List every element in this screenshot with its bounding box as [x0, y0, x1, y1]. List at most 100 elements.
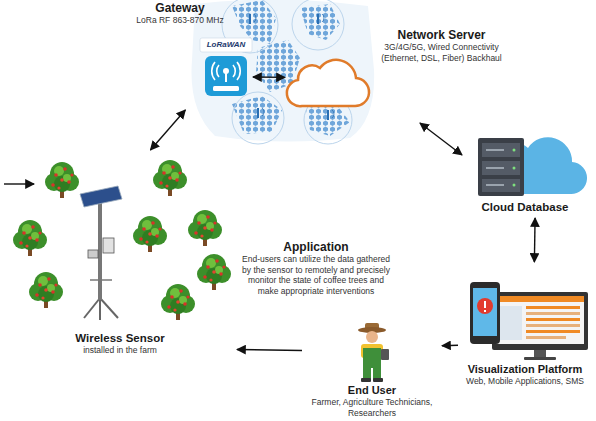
gateway-icon-part [213, 86, 239, 91]
gateway-icon-part [200, 38, 252, 52]
node-heading: Visualization Platform [458, 362, 592, 376]
sensor-station-part [103, 238, 114, 253]
network-cloud [287, 60, 369, 106]
network-map-part-part [257, 108, 259, 118]
sensor-station-part [100, 298, 118, 318]
farmer-figure-part [373, 366, 381, 379]
platform-icon-part [526, 306, 580, 309]
coffee-farm-part [197, 254, 231, 290]
connector-arrow [150, 110, 185, 150]
farmer-figure-part [373, 378, 383, 382]
coffee-farm-part [161, 284, 195, 320]
node-description: Farmer, Agriculture Technicians, Researc… [302, 397, 442, 418]
farmer-figure-part [381, 349, 389, 360]
network-map-part-part [327, 110, 329, 120]
sensor-station-part [80, 186, 122, 207]
network-map-part [232, 96, 282, 134]
coffee-farm-part [153, 160, 187, 196]
text-block: Visualization PlatformWeb, Mobile Applic… [458, 362, 592, 387]
node-description: installed in the farm [3, 345, 237, 356]
network-map-part [292, 0, 344, 50]
node-description: 3G/4G/5G, Wired Connectivity (Ethernet, … [373, 42, 510, 63]
connector-arrow [534, 218, 536, 262]
platform-icon-part [477, 298, 493, 314]
database-icon [478, 137, 587, 196]
gateway-icon-part [225, 73, 227, 82]
gateway-icon-part [212, 62, 241, 80]
platform-icon-part [534, 350, 546, 358]
platform-icon-part [470, 282, 500, 344]
text-block: GatewayLoRa RF 863-870 MHz [130, 1, 230, 26]
node-heading: Cloud Database [462, 200, 588, 214]
node-description: LoRa RF 863-870 MHz [130, 15, 230, 26]
farmer-figure-part [361, 378, 371, 382]
sensor-station-part [99, 298, 101, 320]
sensor-station-part [84, 298, 100, 318]
sensor-node: Wireless Sensorinstalled in the farm [3, 150, 237, 360]
farmer-figure-part [363, 348, 381, 368]
network-map-part [232, 92, 284, 144]
platform-icon-part [526, 324, 580, 327]
platform-icon [470, 282, 588, 360]
database-icon-part [513, 184, 516, 187]
server-node: Network Server3G/4G/5G, Wired Connectivi… [285, 28, 510, 123]
node-description: End-users can utilize the data gathered … [240, 254, 392, 296]
network-map-part [306, 104, 350, 136]
network-cloud-part [287, 60, 369, 106]
text-block: End UserFarmer, Agriculture Technicians,… [302, 383, 442, 418]
gateway-node: GatewayLoRa RF 863-870 MHz [130, 0, 253, 110]
network-map-part-part [322, 14, 324, 22]
network-map-part [232, 0, 276, 44]
database-node: Cloud Database [462, 118, 588, 218]
database-icon-part [486, 184, 504, 186]
connector-arrow [237, 349, 302, 351]
node-description: Web, Mobile Applications, SMS [458, 376, 592, 387]
platform-icon-part [496, 296, 584, 344]
network-map-part-part [249, 14, 251, 24]
sensor-station [4, 184, 122, 320]
platform-icon-part [526, 330, 580, 333]
platform-icon-part [526, 312, 580, 315]
network-map-part [300, 4, 340, 40]
coffee-farm-part [188, 210, 222, 246]
database-icon-part [513, 149, 516, 152]
gateway-icon-part [205, 56, 247, 96]
text-block: Cloud Database [462, 200, 588, 214]
logo-text: LoRaWAN [200, 40, 252, 50]
network-map-part-part [262, 108, 264, 116]
connector-arrow [442, 345, 458, 347]
coffee-farm-part [29, 272, 63, 308]
farmer-figure-part [363, 366, 371, 379]
database-icon-part [478, 138, 524, 196]
application-note: ApplicationEnd-users can utilize the dat… [240, 240, 392, 298]
text-block: ApplicationEnd-users can utilize the dat… [240, 240, 392, 296]
node-heading: End User [302, 383, 442, 397]
coffee-farm-part [133, 216, 167, 252]
coffee-farm [13, 160, 231, 320]
platform-icon-part [484, 301, 486, 308]
gateway-icon [200, 38, 252, 96]
coffee-farm-part [45, 162, 79, 198]
sensor-station-part [90, 279, 112, 281]
platform-icon-part [526, 336, 566, 339]
text-block: Wireless Sensorinstalled in the farm [3, 331, 237, 356]
database-icon-part [482, 161, 520, 175]
platform-icon-part [496, 296, 584, 302]
platform-icon-part [492, 292, 588, 350]
user-node: End UserFarmer, Agriculture Technicians,… [302, 326, 442, 420]
platform-node: Visualization PlatformWeb, Mobile Applic… [458, 262, 592, 392]
database-icon-part [513, 167, 516, 170]
node-heading: Gateway [130, 1, 230, 15]
platform-icon-part [524, 357, 556, 360]
farmer-figure-part [366, 331, 378, 343]
platform-icon-part [500, 306, 522, 340]
database-icon-part [486, 149, 504, 151]
network-map-part-part [317, 14, 319, 24]
sensor-station-part [88, 250, 98, 258]
farmer-figure [358, 323, 389, 382]
connector-arrow [420, 123, 462, 155]
text-block: Network Server3G/4G/5G, Wired Connectivi… [373, 28, 510, 63]
network-map-part-part [332, 110, 334, 118]
platform-icon-part [484, 310, 486, 312]
node-heading: Application [240, 240, 392, 254]
